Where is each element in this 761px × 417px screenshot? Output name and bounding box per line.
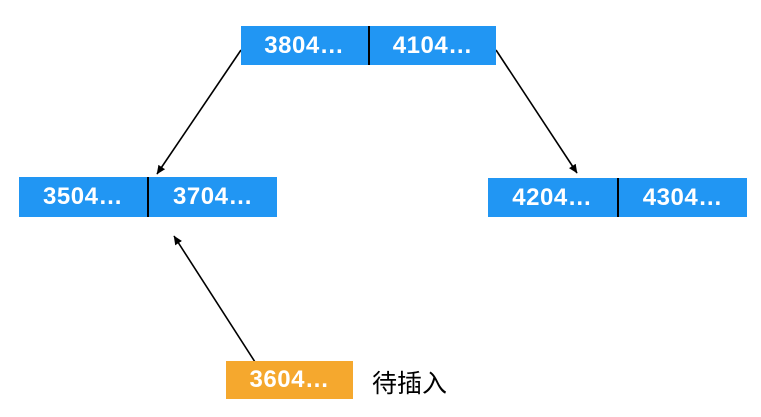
key-cell: 4304… <box>642 183 723 211</box>
tree-node-root: 3804… 4104… <box>241 26 496 65</box>
edge-root-to-right-child <box>495 49 578 174</box>
insert-annotation-label: 待插入 <box>372 370 448 398</box>
key-cell: 3504… <box>43 183 123 210</box>
edge-root-to-left-child <box>156 49 242 175</box>
key-cell: 4104… <box>392 31 473 59</box>
key-cell: 4204… <box>512 183 593 211</box>
edge-insert-to-left-child <box>173 235 256 363</box>
key-cell: 3804… <box>264 31 345 59</box>
tree-node-right-child: 4204… 4304… <box>488 178 747 217</box>
tree-node-pending-insert: 3604… <box>226 361 353 399</box>
key-cell: 3604… <box>249 366 330 393</box>
key-cell: 3704… <box>173 183 253 210</box>
cell-divider <box>367 26 370 65</box>
cell-divider <box>616 178 619 217</box>
tree-node-left-child: 3504… 3704… <box>19 177 277 217</box>
cell-divider <box>147 177 149 217</box>
